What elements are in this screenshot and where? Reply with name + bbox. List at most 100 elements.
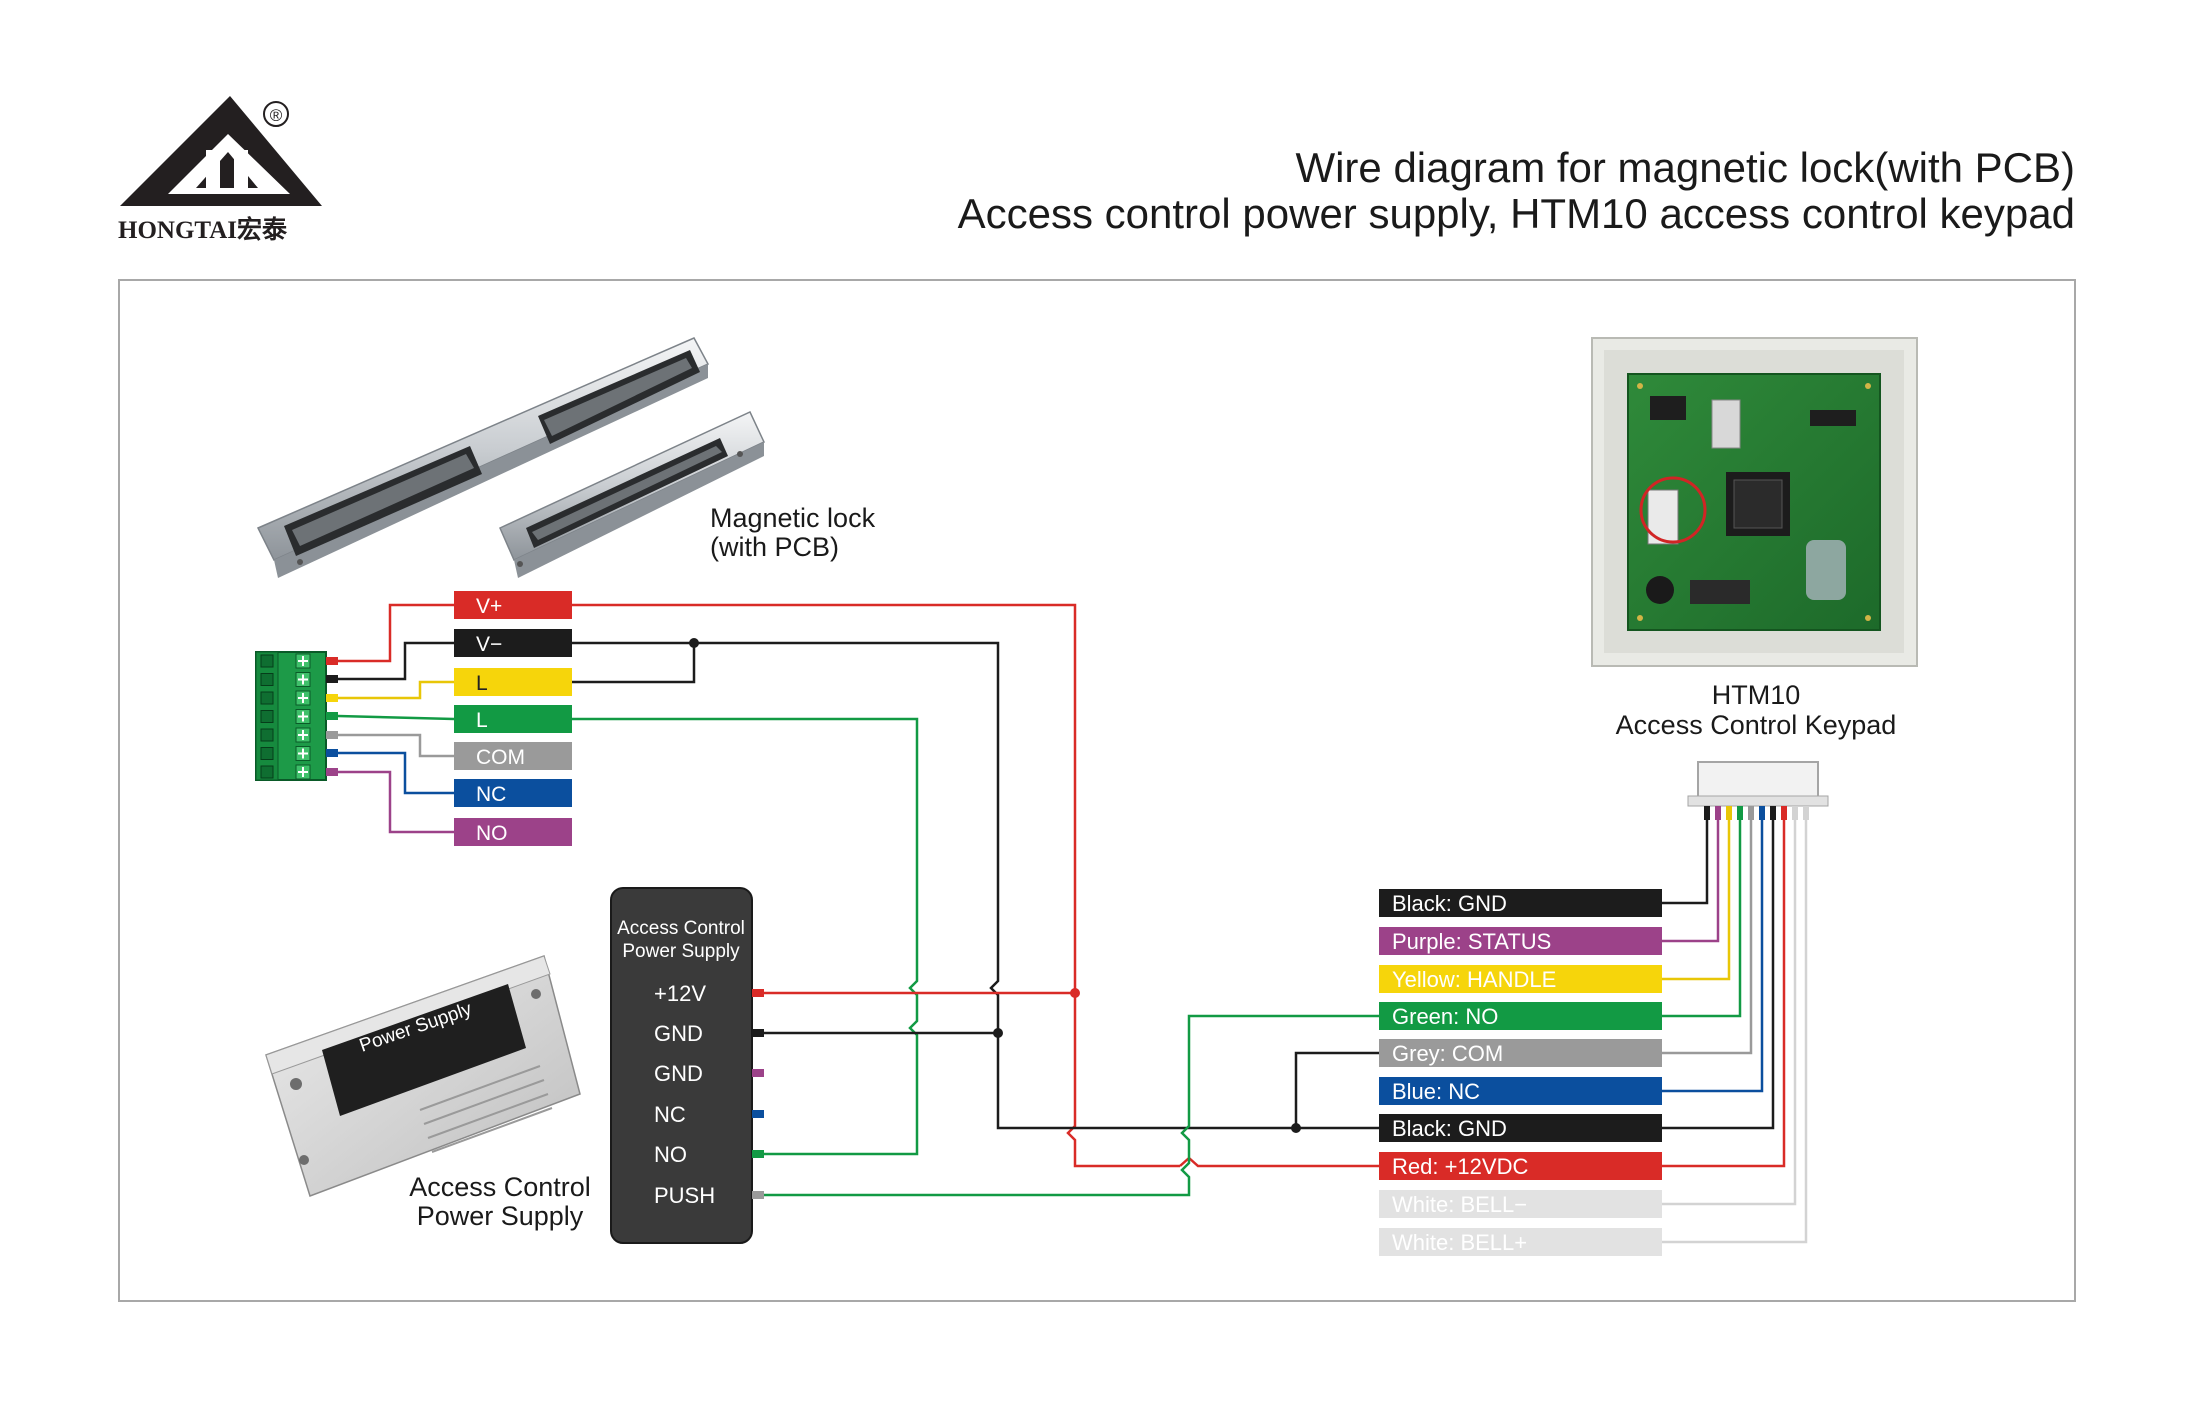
magnetic-lock-caption-1: Magnetic lock [710,503,876,533]
lock-terminal-label: NC [476,783,506,806]
lock-side-wires [337,603,455,834]
lock-terminal-label: COM [476,746,525,769]
keypad-wire [1660,820,1786,1168]
keypad-wire-yellow_handle [1379,965,1662,993]
keypad-wire [1660,820,1731,981]
power-supply-image [265,955,581,1197]
psu-terminal-stub [752,989,764,997]
lock-terminal-com [454,742,572,770]
junction-dot [1070,988,1080,998]
keypad-wire-grey_com [1379,1039,1662,1067]
magnetic-lock-caption-2: (with PCB) [710,532,839,562]
keypad-wire-black_gnd_1 [1379,889,1662,917]
keypad-wire [1660,820,1775,1130]
psu-terminal-stub [752,1191,764,1199]
psu-terminal-nc: NC [654,1102,686,1127]
keypad-connector [1687,761,1829,807]
wire-stub [326,749,338,757]
keypad-wire-black_gnd_2 [1379,1114,1662,1142]
magnetic-lock-image [256,337,765,578]
wire-stub [326,694,338,702]
keypad-wire-label: Black: GND [1392,891,1507,916]
keypad-wire-label: Black: GND [1392,1116,1507,1141]
keypad-wire-label: White: BELL+ [1392,1230,1527,1255]
registered-mark: ® [270,106,283,125]
power-supply-caption-2: Power Supply [417,1201,584,1231]
connector-pin [1770,806,1776,820]
psu-terminal-gnd2: GND [654,1061,703,1086]
registered-mark-icon [263,101,289,127]
psu-terminal-push: PUSH [654,1183,715,1208]
terminal-screw-icon [260,710,274,723]
keypad-wire-label: Blue: NC [1392,1079,1480,1104]
power-supply-panel [610,887,753,1244]
connector-pin [1748,806,1754,820]
title-line-1: Wire diagram for magnetic lock(with PCB) [1295,144,2075,191]
lock-terminal-vplus [454,591,572,619]
power-supply-caption-1: Access Control [409,1172,591,1202]
psu-terminal-stub [752,1110,764,1118]
lock-terminal-no [454,818,572,846]
lock-terminal-nc [454,779,572,807]
screw-cross-icon [298,748,308,759]
connector-pin [1737,806,1743,820]
connector-pin [1792,806,1798,820]
lock-terminal-label: V− [476,633,502,656]
power-supply-panel-title-2: Power Supply [622,941,740,962]
keypad-wire-purple_status [1379,927,1662,955]
keypad-wire-label: Yellow: HANDLE [1392,967,1556,992]
terminal-screw-icon [260,765,274,779]
power-supply-panel-title-1: Access Control [617,918,745,939]
keypad-wire [1660,820,1797,1206]
keypad-wire [1660,820,1720,943]
logo-brand-name: HONGTAI宏泰 [118,215,288,244]
junction-dot [993,1028,1003,1038]
psu-terminal-stub [752,1150,764,1158]
keypad-wire-label: White: BELL− [1392,1192,1527,1217]
lock-terminal-label: NO [476,822,508,845]
keypad-image [1591,337,1918,667]
psu-terminal-no: NO [654,1142,687,1167]
junction-dot [1291,1123,1301,1133]
psu-terminal-stub [752,1069,764,1077]
screw-cross-icon [298,730,308,740]
terminal-screw-icon [260,691,274,705]
connector-pin [1715,806,1721,820]
connector-pin [1781,806,1787,820]
keypad-wire-blue_nc [1379,1077,1662,1105]
keypad-wire [1660,820,1764,1093]
psu-terminal-v12: +12V [654,981,706,1006]
screw-cross-icon [298,656,308,666]
connector-pin [1803,806,1809,820]
terminal-screw-icon [260,728,274,742]
keypad-wire-label: Purple: STATUS [1392,929,1551,954]
lock-terminal-label: L [476,672,488,695]
psu-terminal-stub [752,1029,764,1037]
terminal-screw-icon [260,673,274,686]
lock-terminal-label: V+ [476,595,502,618]
terminal-screw-icon [260,747,274,760]
keypad-wire-label: Green: NO [1392,1004,1498,1029]
keypad-caption-1: HTM10 [1712,680,1801,710]
keypad-wire-green_no [1379,1002,1662,1030]
keypad-wire-label: Grey: COM [1392,1041,1503,1066]
lock-terminal-l1 [454,668,572,696]
wire-stub [326,768,338,776]
title-line-2: Access control power supply, HTM10 acces… [958,190,2075,237]
lock-terminal-label: L [476,709,488,732]
interconnect-wires [572,603,1379,1197]
keypad-wire-label: Red: +12VDC [1392,1154,1528,1179]
keypad-wire [1660,820,1709,905]
wire-stub [326,712,338,720]
connector-pin [1726,806,1732,820]
wire-stub [326,657,338,665]
screw-cross-icon [298,767,308,777]
lock-terminal-l2 [454,705,572,733]
wire-stub [326,731,338,739]
psu-terminal-gnd1: GND [654,1021,703,1046]
company-logo: ® HONGTAI宏泰 [118,96,322,244]
keypad-wire [1660,820,1808,1244]
keypad-wire [1660,820,1753,1055]
diagram-frame [118,279,2076,1302]
